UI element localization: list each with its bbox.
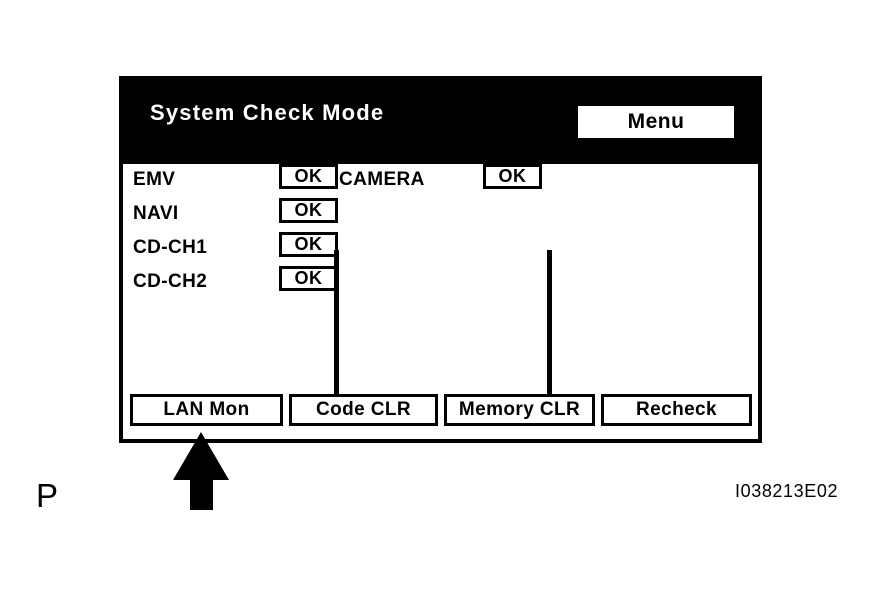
results-column-2: CAMERA OK [339,164,552,198]
column-divider-1 [334,250,339,425]
table-row: CD-CH2 OK [133,266,338,300]
callout-arrow-icon [173,432,229,510]
system-check-screen: System Check Mode Menu EMV OK NAVI OK CD… [119,76,762,443]
title-bar: System Check Mode Menu [123,80,758,164]
table-row: EMV OK [133,164,338,198]
code-clr-button[interactable]: Code CLR [289,394,438,426]
result-label-cd-ch2: CD-CH2 [133,271,208,292]
result-label-cd-ch1: CD-CH1 [133,237,208,258]
figure-code: I038213E02 [735,481,839,501]
results-area: EMV OK NAVI OK CD-CH1 OK CD-CH2 OK CAMER… [123,164,758,425]
status-badge-cd-ch1: OK [279,232,338,257]
table-row: CAMERA OK [339,164,552,198]
position-label: P [36,477,59,514]
status-badge-camera: OK [483,164,542,189]
result-label-emv: EMV [133,169,176,190]
recheck-button[interactable]: Recheck [601,394,752,426]
page-title: System Check Mode [150,100,385,125]
results-column-1: EMV OK NAVI OK CD-CH1 OK CD-CH2 OK [133,164,338,300]
result-label-navi: NAVI [133,203,179,224]
menu-button[interactable]: Menu [578,106,734,138]
column-divider-2 [547,250,552,425]
result-label-camera: CAMERA [339,169,425,190]
arrow-head [173,432,229,480]
lan-mon-button[interactable]: LAN Mon [130,394,283,426]
memory-clr-button[interactable]: Memory CLR [444,394,595,426]
arrow-stem [190,477,213,510]
table-row: CD-CH1 OK [133,232,338,266]
softkey-bar: LAN Mon Code CLR Memory CLR Recheck [123,394,758,428]
status-badge-navi: OK [279,198,338,223]
table-row: NAVI OK [133,198,338,232]
status-badge-emv: OK [279,164,338,189]
status-badge-cd-ch2: OK [279,266,338,291]
